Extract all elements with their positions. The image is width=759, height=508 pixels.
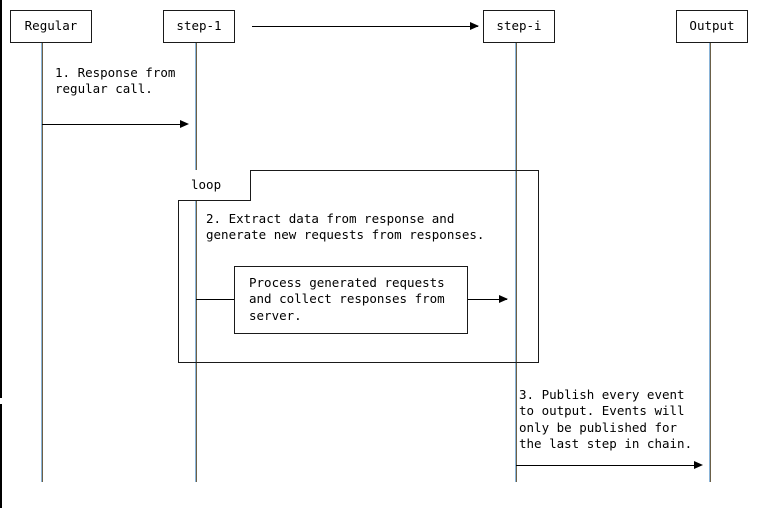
lifeline-step-1 <box>196 43 197 482</box>
message-1-line <box>42 124 187 125</box>
loop-fragment-operator-label: loop <box>178 170 251 201</box>
page-edge-bottom <box>0 404 2 508</box>
participant-step-i[interactable]: step-i <box>483 10 555 43</box>
participant-output-label: Output <box>689 18 735 34</box>
step-chain-arrow-line <box>252 26 478 27</box>
note-response-from-regular-call: 1. Response from regular call. <box>55 65 176 97</box>
message-2-label-box: Process generated requests and collect r… <box>234 266 468 334</box>
participant-step-1[interactable]: step-1 <box>163 10 235 43</box>
participant-step-i-label: step-i <box>496 18 542 34</box>
participant-regular-label: Regular <box>24 18 78 34</box>
message-2-arrow-head-icon <box>499 295 508 303</box>
lifeline-step-i <box>516 43 517 482</box>
message-3-arrow-head-icon <box>694 461 703 469</box>
lifeline-regular <box>42 43 43 482</box>
note-extract-data: 2. Extract data from response and genera… <box>206 211 485 243</box>
participant-step-1-label: step-1 <box>176 18 222 34</box>
participant-regular[interactable]: Regular <box>10 10 92 43</box>
lifeline-output <box>710 43 711 482</box>
note-publish-every-event: 3. Publish every event to output. Events… <box>519 387 693 451</box>
participant-output[interactable]: Output <box>676 10 748 43</box>
message-3-line <box>516 465 701 466</box>
message-1-arrow-head-icon <box>180 120 189 128</box>
step-chain-arrow-head-icon <box>470 22 479 30</box>
loop-operator-text: loop <box>191 176 222 192</box>
loop-fragment-frame <box>178 170 539 363</box>
page-edge-top <box>0 0 2 398</box>
